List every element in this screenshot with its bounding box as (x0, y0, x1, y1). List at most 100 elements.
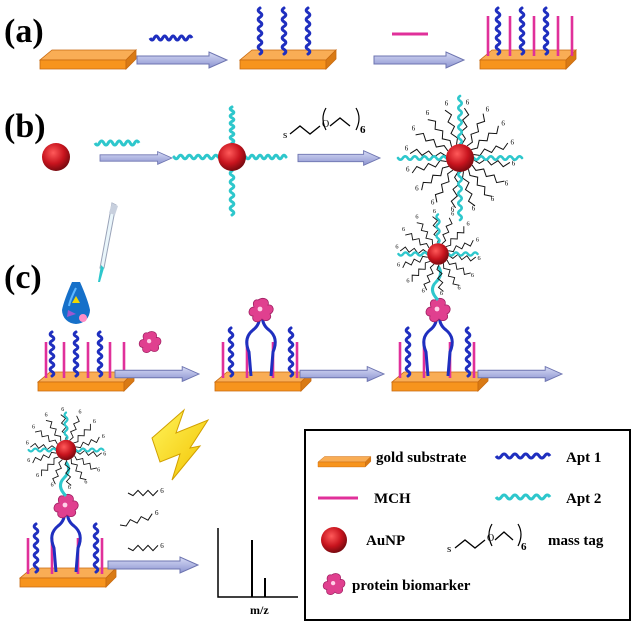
svg-text:6: 6 (486, 106, 490, 114)
svg-text:6: 6 (501, 120, 505, 128)
mass-tag-chain (471, 164, 505, 184)
svg-text:6: 6 (512, 160, 516, 168)
apt2-strand-bound (59, 461, 71, 498)
svg-text:6: 6 (84, 480, 87, 486)
apt1-strand-folded (50, 509, 66, 573)
mass-tag-chain (434, 169, 454, 203)
apt1-strand (542, 6, 550, 56)
mass-tag-chain (448, 240, 474, 253)
mass-tag-chain (52, 459, 63, 485)
mass-tag-chain (64, 460, 72, 486)
svg-text:6: 6 (521, 541, 527, 553)
arrow-c3 (477, 366, 563, 382)
gold-substrate-bare (38, 49, 137, 70)
svg-text:6: 6 (78, 409, 81, 415)
svg-text:6: 6 (155, 509, 159, 517)
mass-tag-chain (467, 169, 493, 197)
mass-tag-chain (448, 253, 477, 262)
apt1-strand (494, 6, 502, 56)
apt1-strand (256, 6, 264, 56)
aunp-particle (446, 144, 474, 172)
mass-tag-chain (127, 544, 159, 552)
sensor-surface-initial (36, 330, 135, 392)
mass-tag-chain (416, 222, 433, 245)
apt1-strand (518, 6, 526, 56)
apt2-strand (228, 105, 236, 145)
svg-text:6: 6 (397, 262, 400, 269)
svg-text:6: 6 (476, 236, 479, 243)
aunp-particle (218, 143, 246, 171)
svg-text:6: 6 (406, 277, 409, 284)
svg-text:O: O (322, 119, 329, 130)
mass-tag-chain (445, 226, 465, 248)
mass-tag-chain (423, 263, 435, 291)
svg-text:6: 6 (61, 407, 64, 413)
svg-text:6: 6 (51, 483, 54, 489)
svg-text:6: 6 (360, 124, 366, 136)
apt2-free-strand (93, 139, 141, 147)
apt2-strand (397, 251, 429, 257)
apt1-strand (287, 326, 295, 378)
apt2-strand (228, 169, 236, 217)
svg-text:6: 6 (27, 458, 30, 464)
mass-tag-chain (75, 436, 100, 449)
svg-text:6: 6 (26, 441, 29, 447)
mass-tag-chain (69, 415, 80, 441)
svg-text:6: 6 (406, 166, 410, 174)
svg-text:6: 6 (505, 179, 509, 187)
substrate-with-apt1 (238, 6, 337, 70)
apt2-strand (244, 153, 288, 161)
apt2-strand (27, 447, 57, 453)
apt1-strand-folded (422, 313, 438, 377)
aunp-with-apt2 (172, 105, 288, 217)
svg-text:6: 6 (433, 208, 436, 215)
mass-tag-chain (75, 449, 102, 458)
legend-item-mch: MCH (318, 491, 411, 507)
apt2-strand-bound (431, 265, 443, 302)
svg-text:6: 6 (431, 199, 435, 207)
apt1-strand (227, 326, 235, 378)
apt1-strand (48, 330, 56, 378)
apt1-strand (96, 330, 104, 378)
legend-label-protein-biomarker: protein biomarker (352, 578, 471, 594)
svg-text:6: 6 (451, 210, 454, 217)
aunp-bare (42, 143, 70, 171)
svg-text:6: 6 (97, 468, 100, 474)
apt1-strand (32, 522, 40, 574)
sample-droplet-icon (62, 282, 90, 324)
mass-tag-chain (399, 246, 428, 255)
protein-biomarker (138, 331, 162, 354)
pipette-icon (98, 202, 118, 282)
svg-text:6: 6 (415, 185, 419, 193)
legend-label-mch: MCH (374, 491, 411, 507)
mass-tag-chain (45, 420, 62, 442)
svg-text:6: 6 (102, 434, 105, 440)
panel-label-b: (b) (4, 108, 46, 145)
svg-text:6: 6 (426, 109, 430, 117)
svg-text:O: O (487, 533, 494, 544)
legend-label-gold-substrate: gold substrate (376, 450, 467, 466)
legend-label-apt1: Apt 1 (566, 450, 601, 466)
svg-text:6: 6 (471, 272, 474, 279)
apt2-strand (172, 153, 220, 161)
substrate-with-apt1-and-mch (478, 6, 577, 70)
apt2-strand (457, 170, 463, 222)
mass-tag-chain (127, 489, 159, 497)
sensor-surface-protein-bound (213, 297, 312, 392)
svg-text:6: 6 (491, 195, 495, 203)
mass-tag-chain (41, 456, 59, 477)
svg-text:6: 6 (36, 473, 39, 479)
mass-tag-chain (441, 217, 453, 245)
panel-label-c: (c) (4, 259, 42, 296)
legend-item-gold-substrate: gold substrate (317, 450, 467, 468)
arrow-b2 (297, 150, 381, 166)
legend-item-apt2: Apt 2 (494, 491, 601, 507)
mass-tag-chain (443, 263, 460, 286)
svg-text:6: 6 (402, 226, 405, 233)
svg-text:6: 6 (466, 99, 470, 107)
svg-text:6: 6 (445, 100, 449, 108)
arrow-a1 (136, 51, 228, 69)
mass-tag-chain (415, 132, 449, 152)
